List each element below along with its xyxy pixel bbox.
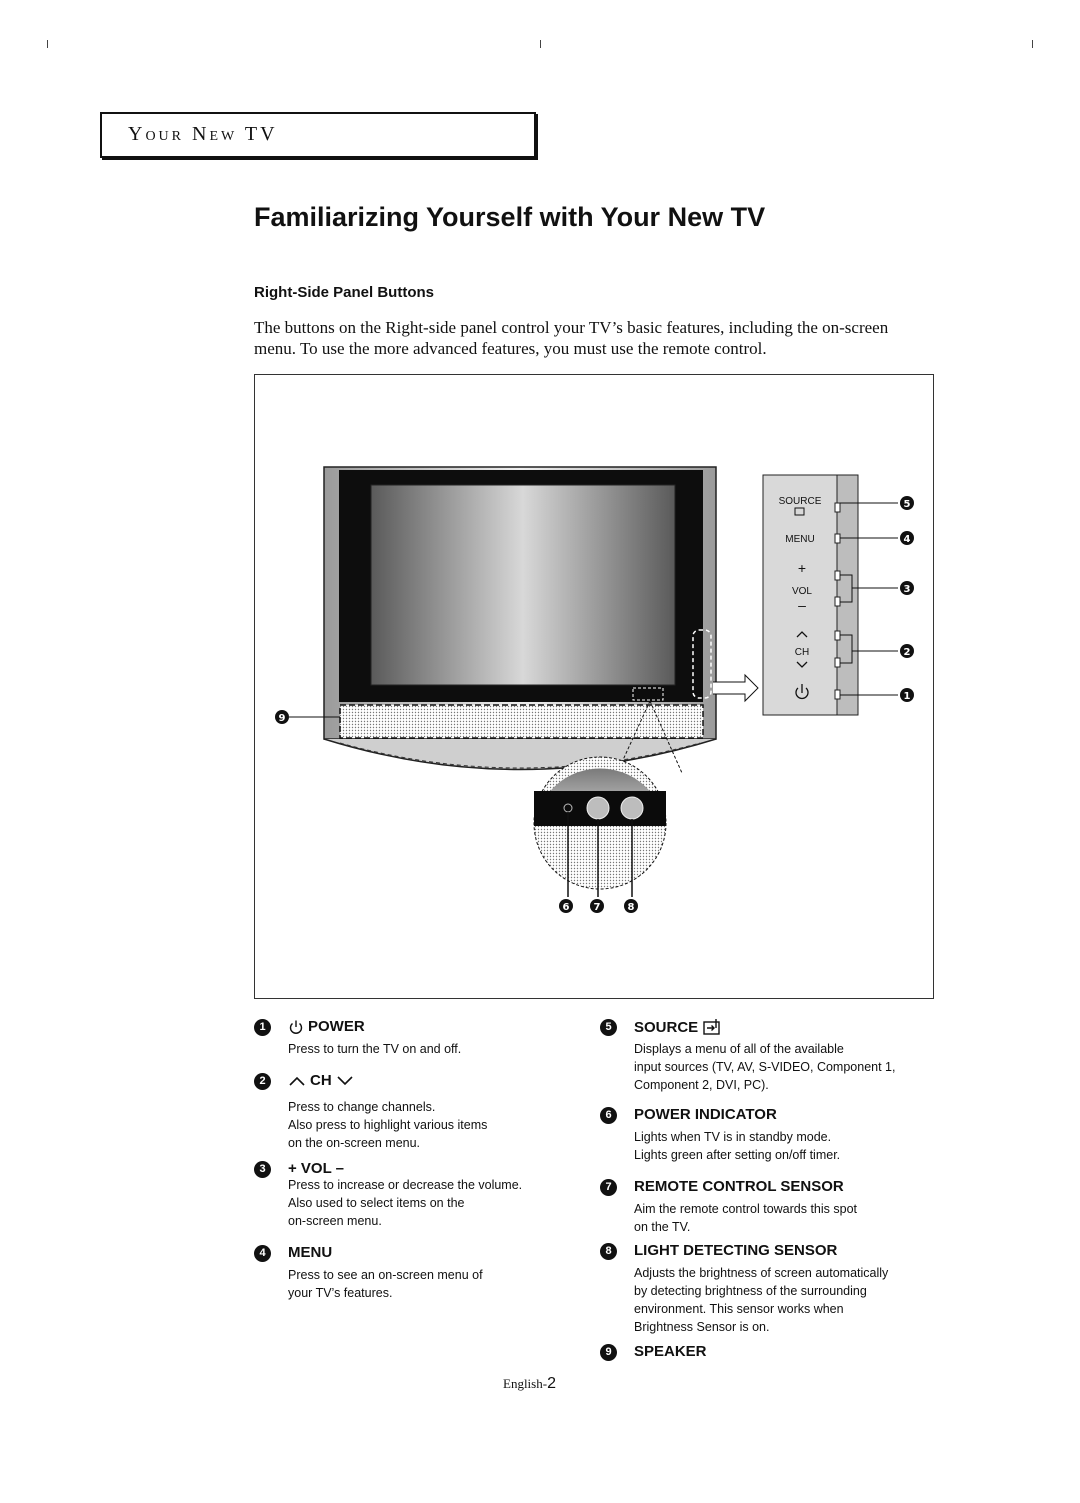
section-header-box: Your New TV	[100, 112, 536, 158]
item-desc: Press to increase or decrease the volume…	[288, 1178, 523, 1228]
intro-paragraph: The buttons on the Right-side panel cont…	[254, 318, 889, 358]
page-title: Familiarizing Yourself with Your New TV	[254, 202, 766, 232]
item-desc: Press to turn the TV on and off.	[288, 1042, 462, 1056]
panel-ch-up-icon	[796, 631, 808, 638]
item-title: REMOTE CONTROL SENSOR	[634, 1178, 844, 1195]
sub-heading: Right-Side Panel Buttons	[254, 284, 434, 301]
panel-ch-label: CH	[795, 647, 809, 658]
marker-3: 3	[904, 584, 911, 595]
panel-vol-plus: +	[798, 560, 806, 576]
panel-ch-down-icon	[796, 661, 808, 668]
power-icon	[289, 1020, 303, 1034]
item-title: POWER INDICATOR	[634, 1106, 777, 1123]
item-title: LIGHT DETECTING SENSOR	[634, 1242, 838, 1259]
section-title: Your New TV	[128, 123, 278, 145]
crop-mark-left	[47, 40, 48, 48]
marker-2: 2	[904, 647, 911, 658]
item-desc: Adjusts the brightness of screen automat…	[634, 1266, 889, 1334]
item-title: MENU	[288, 1244, 333, 1261]
crop-mark-center	[540, 40, 541, 48]
item-number: 9	[600, 1344, 617, 1361]
marker-6: 6	[563, 902, 570, 913]
remote-sensor-window	[586, 796, 610, 820]
item-title: POWER	[308, 1018, 365, 1035]
panel-menu-label: MENU	[785, 534, 814, 545]
side-control-panel: SOURCE MENU + VOL – CH	[762, 474, 898, 716]
item-number: 5	[600, 1019, 617, 1036]
marker-5: 5	[904, 499, 911, 510]
marker-7: 7	[594, 902, 601, 913]
page-number: 2	[547, 1375, 556, 1392]
tv-diagram: SOURCE MENU + VOL – CH	[275, 466, 914, 913]
item-number: 7	[600, 1179, 617, 1196]
marker-4: 4	[904, 534, 911, 545]
panel-vol-label: VOL	[792, 586, 812, 597]
item-number: 8	[600, 1243, 617, 1260]
light-sensor-window	[620, 796, 644, 820]
marker-8: 8	[628, 902, 635, 913]
panel-source-label: SOURCE	[779, 496, 822, 507]
item-title: SOURCE	[634, 1018, 699, 1036]
item-number: 6	[600, 1107, 617, 1124]
marker-9: 9	[279, 713, 286, 724]
item-desc: Press to change channels. Also press to …	[288, 1100, 488, 1150]
item-title: CH	[310, 1072, 332, 1089]
sensor-closeup	[533, 756, 667, 897]
item-desc: Press to see an on-screen menu of your T…	[288, 1268, 483, 1300]
marker-1: 1	[904, 691, 911, 702]
panel-power-icon	[795, 684, 809, 700]
tv-body	[323, 466, 759, 771]
page-footer: English-2	[503, 1375, 556, 1393]
item-number: 2	[254, 1073, 271, 1090]
item-number: 1	[254, 1019, 271, 1036]
item-desc: Lights when TV is in standby mode. Light…	[634, 1130, 841, 1162]
item-desc: Aim the remote control towards this spot…	[634, 1202, 858, 1234]
crop-mark-right	[1032, 40, 1033, 48]
item-number: 4	[254, 1245, 271, 1262]
item-title: SPEAKER	[634, 1343, 707, 1360]
chevron-up-icon	[289, 1076, 305, 1086]
footer-language: English-	[503, 1376, 548, 1391]
speaker-grille	[339, 704, 704, 739]
tv-illustration: SOURCE MENU + VOL – CH	[254, 374, 934, 999]
source-icon	[703, 1019, 720, 1035]
item-title: + VOL –	[288, 1160, 345, 1177]
chevron-down-icon	[337, 1075, 353, 1085]
item-number: 3	[254, 1161, 271, 1178]
item-desc: Displays a menu of all of the available …	[634, 1042, 896, 1092]
panel-vol-minus: –	[798, 597, 806, 613]
